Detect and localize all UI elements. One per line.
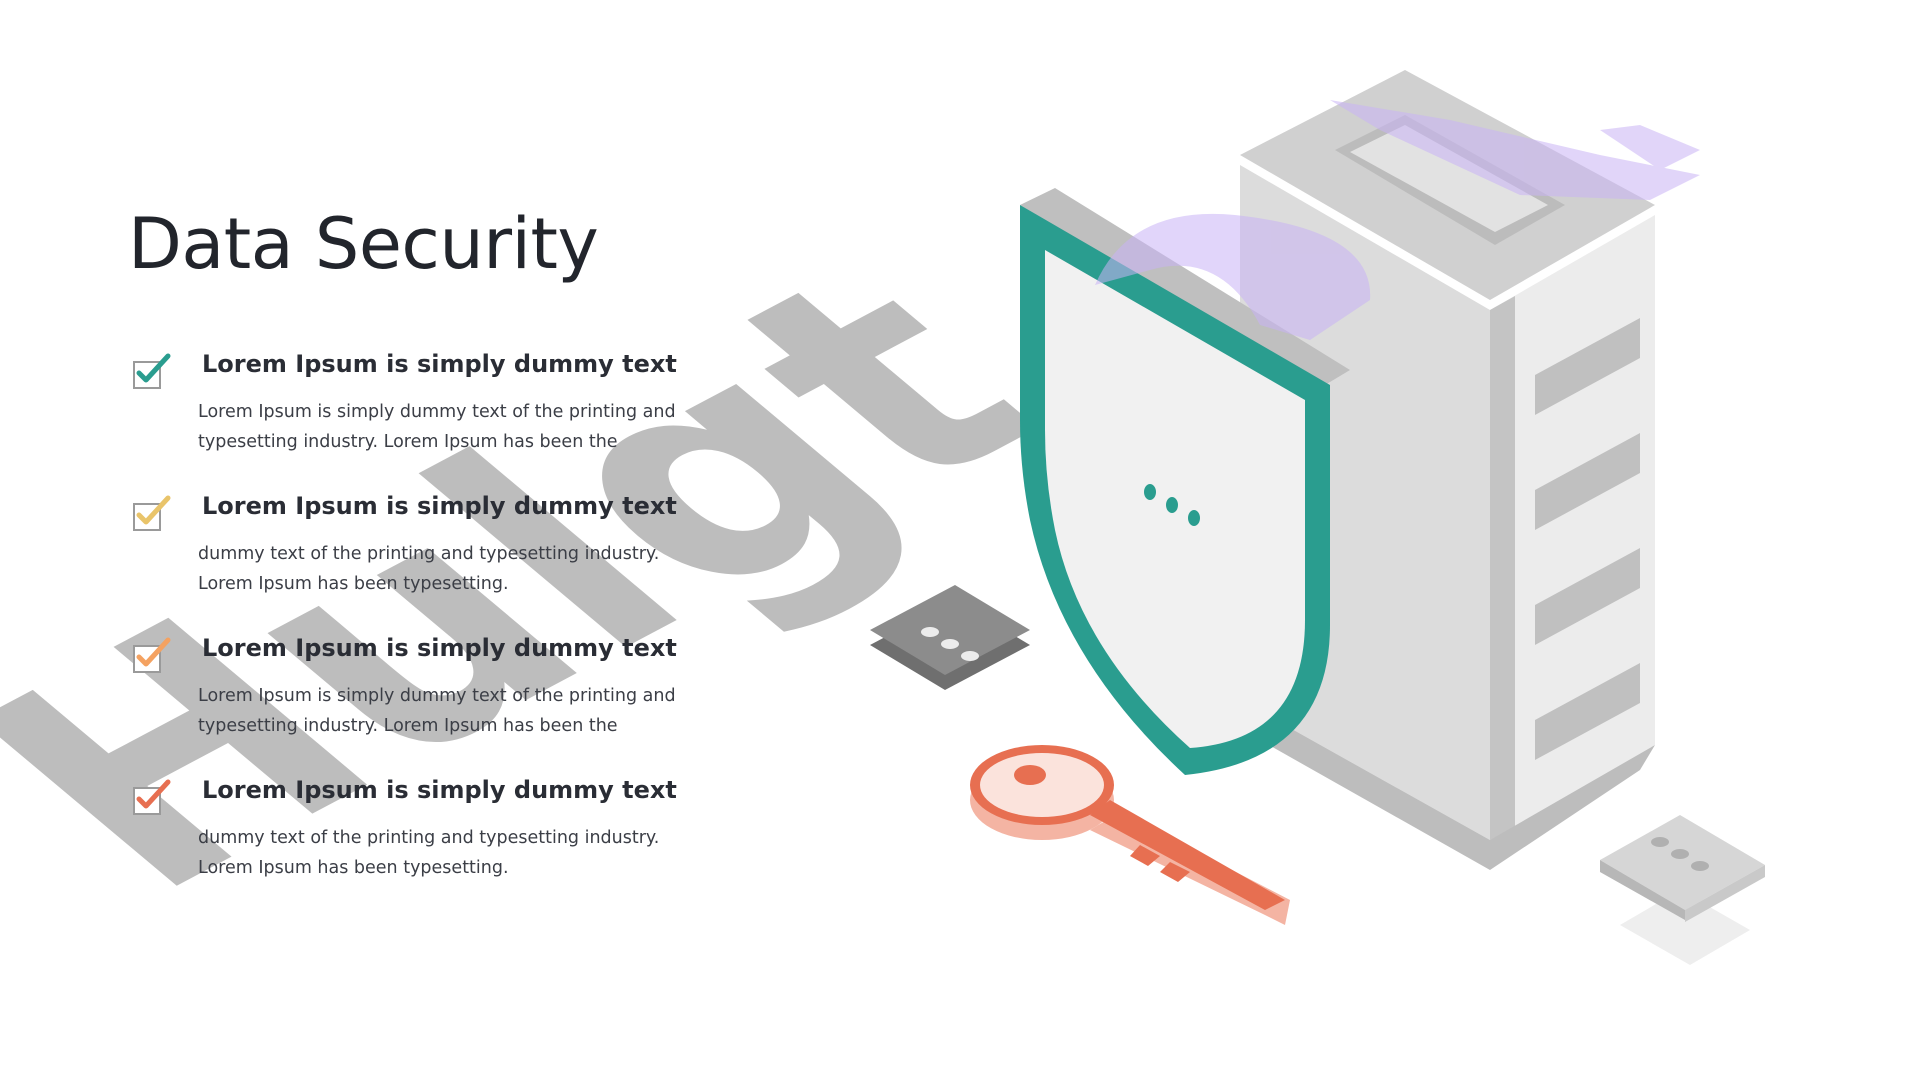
checkbox-frame bbox=[133, 645, 161, 673]
item-description-line: Lorem Ipsum has been typesetting. bbox=[198, 858, 509, 878]
item-description-line: Lorem Ipsum is simply dummy text of the … bbox=[198, 402, 676, 422]
checklist: Lorem Ipsum is simply dummy text Lorem I… bbox=[132, 350, 752, 918]
chip-icon bbox=[870, 585, 1030, 690]
key-icon bbox=[970, 745, 1290, 925]
item-heading: Lorem Ipsum is simply dummy text bbox=[202, 350, 677, 378]
item-heading: Lorem Ipsum is simply dummy text bbox=[202, 776, 677, 804]
item-description-line: typesetting industry. Lorem Ipsum has be… bbox=[198, 716, 618, 736]
item-description: Lorem Ipsum is simply dummy text of the … bbox=[198, 681, 758, 741]
shield-icon bbox=[1020, 188, 1350, 775]
checkbox-checked-icon bbox=[133, 779, 171, 815]
list-item: Lorem Ipsum is simply dummy text dummy t… bbox=[132, 492, 752, 634]
checkmark-stroke bbox=[136, 353, 171, 383]
item-description-line: Lorem Ipsum is simply dummy text of the … bbox=[198, 686, 676, 706]
item-description: dummy text of the printing and typesetti… bbox=[198, 823, 758, 883]
item-description-line: dummy text of the printing and typesetti… bbox=[198, 544, 660, 564]
item-heading: Lorem Ipsum is simply dummy text bbox=[202, 634, 677, 662]
item-description-line: Lorem Ipsum has been typesetting. bbox=[198, 574, 509, 594]
list-item: Lorem Ipsum is simply dummy text Lorem I… bbox=[132, 634, 752, 776]
list-item: Lorem Ipsum is simply dummy text dummy t… bbox=[132, 776, 752, 918]
checkmark-stroke bbox=[136, 637, 171, 667]
checkmark-stroke bbox=[136, 779, 171, 809]
overlay-shape bbox=[1095, 100, 1700, 340]
checkbox-checked-icon bbox=[133, 495, 171, 531]
checkbox-checked-icon bbox=[133, 637, 171, 673]
list-item: Lorem Ipsum is simply dummy text Lorem I… bbox=[132, 350, 752, 492]
page-title: Data Security bbox=[128, 203, 599, 285]
item-description: dummy text of the printing and typesetti… bbox=[198, 539, 758, 599]
checkbox-checked-icon bbox=[133, 353, 171, 389]
checkmark-stroke bbox=[136, 495, 171, 525]
chip-icon-light bbox=[1600, 815, 1765, 965]
item-description: Lorem Ipsum is simply dummy text of the … bbox=[198, 397, 758, 457]
item-heading: Lorem Ipsum is simply dummy text bbox=[202, 492, 677, 520]
item-description-line: dummy text of the printing and typesetti… bbox=[198, 828, 660, 848]
item-description-line: typesetting industry. Lorem Ipsum has be… bbox=[198, 432, 618, 452]
